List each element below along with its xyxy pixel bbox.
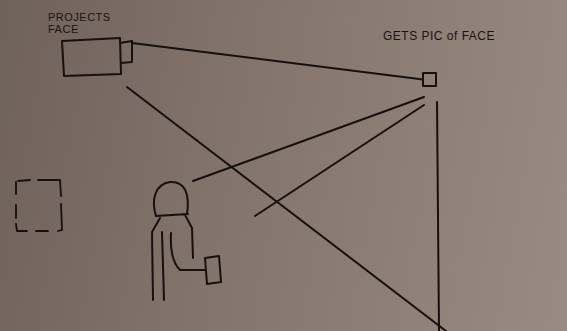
projector-box (60, 37, 132, 77)
stand-line (437, 102, 439, 331)
handwritten-label: GETS PIC of FACE (383, 30, 497, 43)
camera-square-outline (423, 73, 436, 86)
camera-node: GETS PIC of FACE (383, 30, 497, 86)
sketch-connector (132, 43, 423, 79)
projector-node: PROJECTS FACE (48, 12, 134, 77)
view-line (255, 105, 424, 216)
projector-box-outline (60, 37, 132, 77)
handwritten-label: PROJECTS FACE (48, 12, 114, 35)
projector-box-path (62, 38, 132, 76)
camera-square-path (423, 73, 436, 86)
person-head (154, 182, 188, 216)
camera-square (423, 73, 436, 86)
view-line (193, 97, 424, 181)
person-body (152, 214, 205, 300)
dashed-box (16, 180, 62, 231)
projection-line (127, 87, 446, 331)
phone (205, 256, 221, 284)
